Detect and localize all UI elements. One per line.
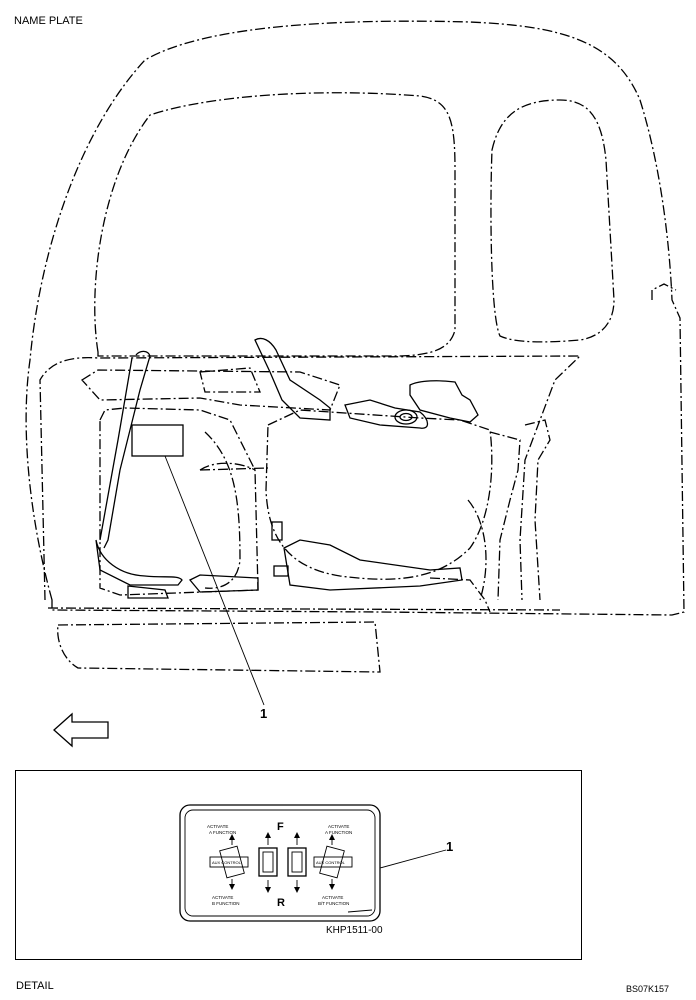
nameplate-location (131, 424, 184, 457)
detail-label: DETAIL (16, 980, 54, 992)
page-title: NAME PLATE (14, 15, 83, 27)
callout-1-detail: 1 (446, 839, 454, 854)
leader-line-main (164, 455, 265, 706)
figure-id: BS07K157 (626, 984, 670, 994)
part-number: KHP1511-00 (326, 925, 383, 936)
callout-1-main: 1 (260, 706, 268, 721)
detail-frame (15, 770, 582, 960)
